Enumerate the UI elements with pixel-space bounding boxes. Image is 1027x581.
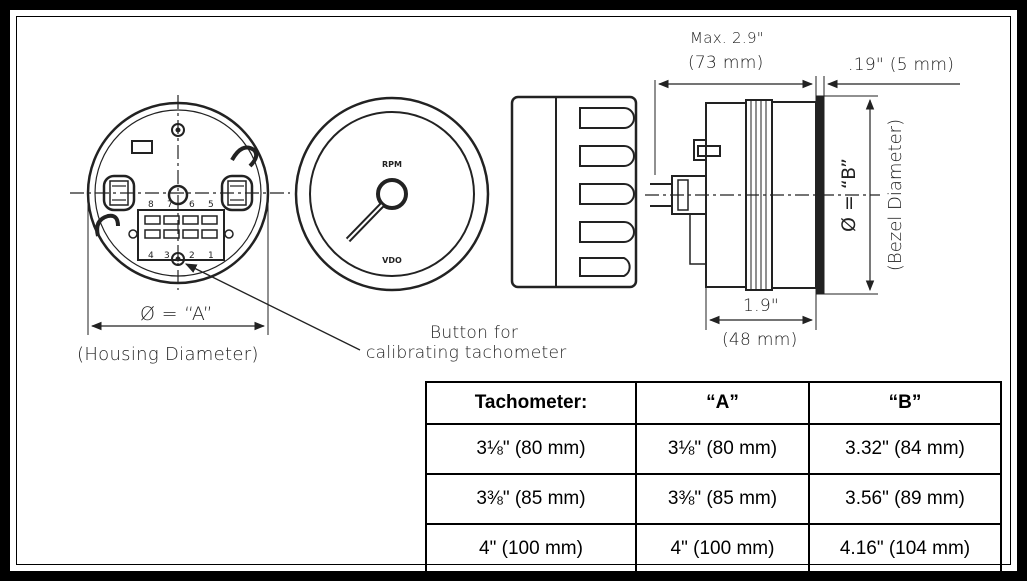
dial-brand: VDO	[382, 256, 402, 265]
terminal-5: 5	[208, 200, 214, 210]
table-row: 3⅛" (80 mm) 3⅛" (80 mm) 3.32" (84 mm)	[425, 423, 1002, 475]
header-a: “A”	[635, 381, 810, 425]
housing-dimension: Ø = “A”	[140, 303, 213, 325]
cell-b: 4.16" (104 mm)	[808, 523, 1002, 575]
cell-b: 3.32" (84 mm)	[808, 423, 1002, 475]
housing-rear-view	[70, 95, 361, 351]
table-header-row: Tachometer: “A” “B”	[425, 381, 1002, 425]
cell-a: 3⅛" (80 mm)	[635, 423, 810, 475]
body-depth-line2: (48 mm)	[722, 330, 798, 350]
terminal-8: 8	[148, 200, 154, 210]
bezel-caption: (Bezel Diameter)	[885, 119, 906, 271]
table-row: 4" (100 mm) 4" (100 mm) 4.16" (104 mm)	[425, 523, 1002, 575]
dial-label: RPM	[382, 160, 402, 169]
housing-caption: (Housing Diameter)	[77, 344, 259, 365]
terminal-1: 1	[208, 251, 214, 261]
terminal-4: 4	[148, 251, 154, 261]
terminal-2: 2	[189, 251, 195, 261]
terminal-6: 6	[189, 200, 195, 210]
cell-b: 3.56" (89 mm)	[808, 473, 1002, 525]
cell-tachometer: 3⅛" (80 mm)	[425, 423, 637, 475]
dimension-table: Tachometer: “A” “B” 3⅛" (80 mm) 3⅛" (80 …	[425, 381, 1002, 575]
header-tachometer: Tachometer:	[425, 381, 637, 425]
gauge-front-view	[294, 96, 490, 292]
cell-a: 3⅜" (85 mm)	[635, 473, 810, 525]
gauge-side-view	[645, 76, 960, 330]
max-depth-line2: (73 mm)	[688, 53, 764, 73]
button-note-line2: calibrating tachometer	[366, 343, 567, 363]
bezel-dimension: Ø = “B”	[838, 158, 860, 232]
body-depth-line1: 1.9"	[743, 296, 780, 316]
terminal-7: 7	[167, 200, 173, 210]
bezel-thickness: .19" (5 mm)	[848, 55, 955, 75]
cell-tachometer: 3⅜" (85 mm)	[425, 473, 637, 525]
terminal-numbers: 8 7 6 5 4 3 2 1	[148, 200, 214, 261]
mounting-sleeve	[510, 95, 638, 289]
terminal-3: 3	[164, 251, 170, 261]
cell-tachometer: 4" (100 mm)	[425, 523, 637, 575]
table-row: 3⅜" (85 mm) 3⅜" (85 mm) 3.56" (89 mm)	[425, 473, 1002, 525]
button-note-line1: Button for	[430, 323, 519, 343]
max-depth-line1: Max. 2.9"	[690, 29, 765, 47]
header-b: “B”	[808, 381, 1002, 425]
cell-a: 4" (100 mm)	[635, 523, 810, 575]
